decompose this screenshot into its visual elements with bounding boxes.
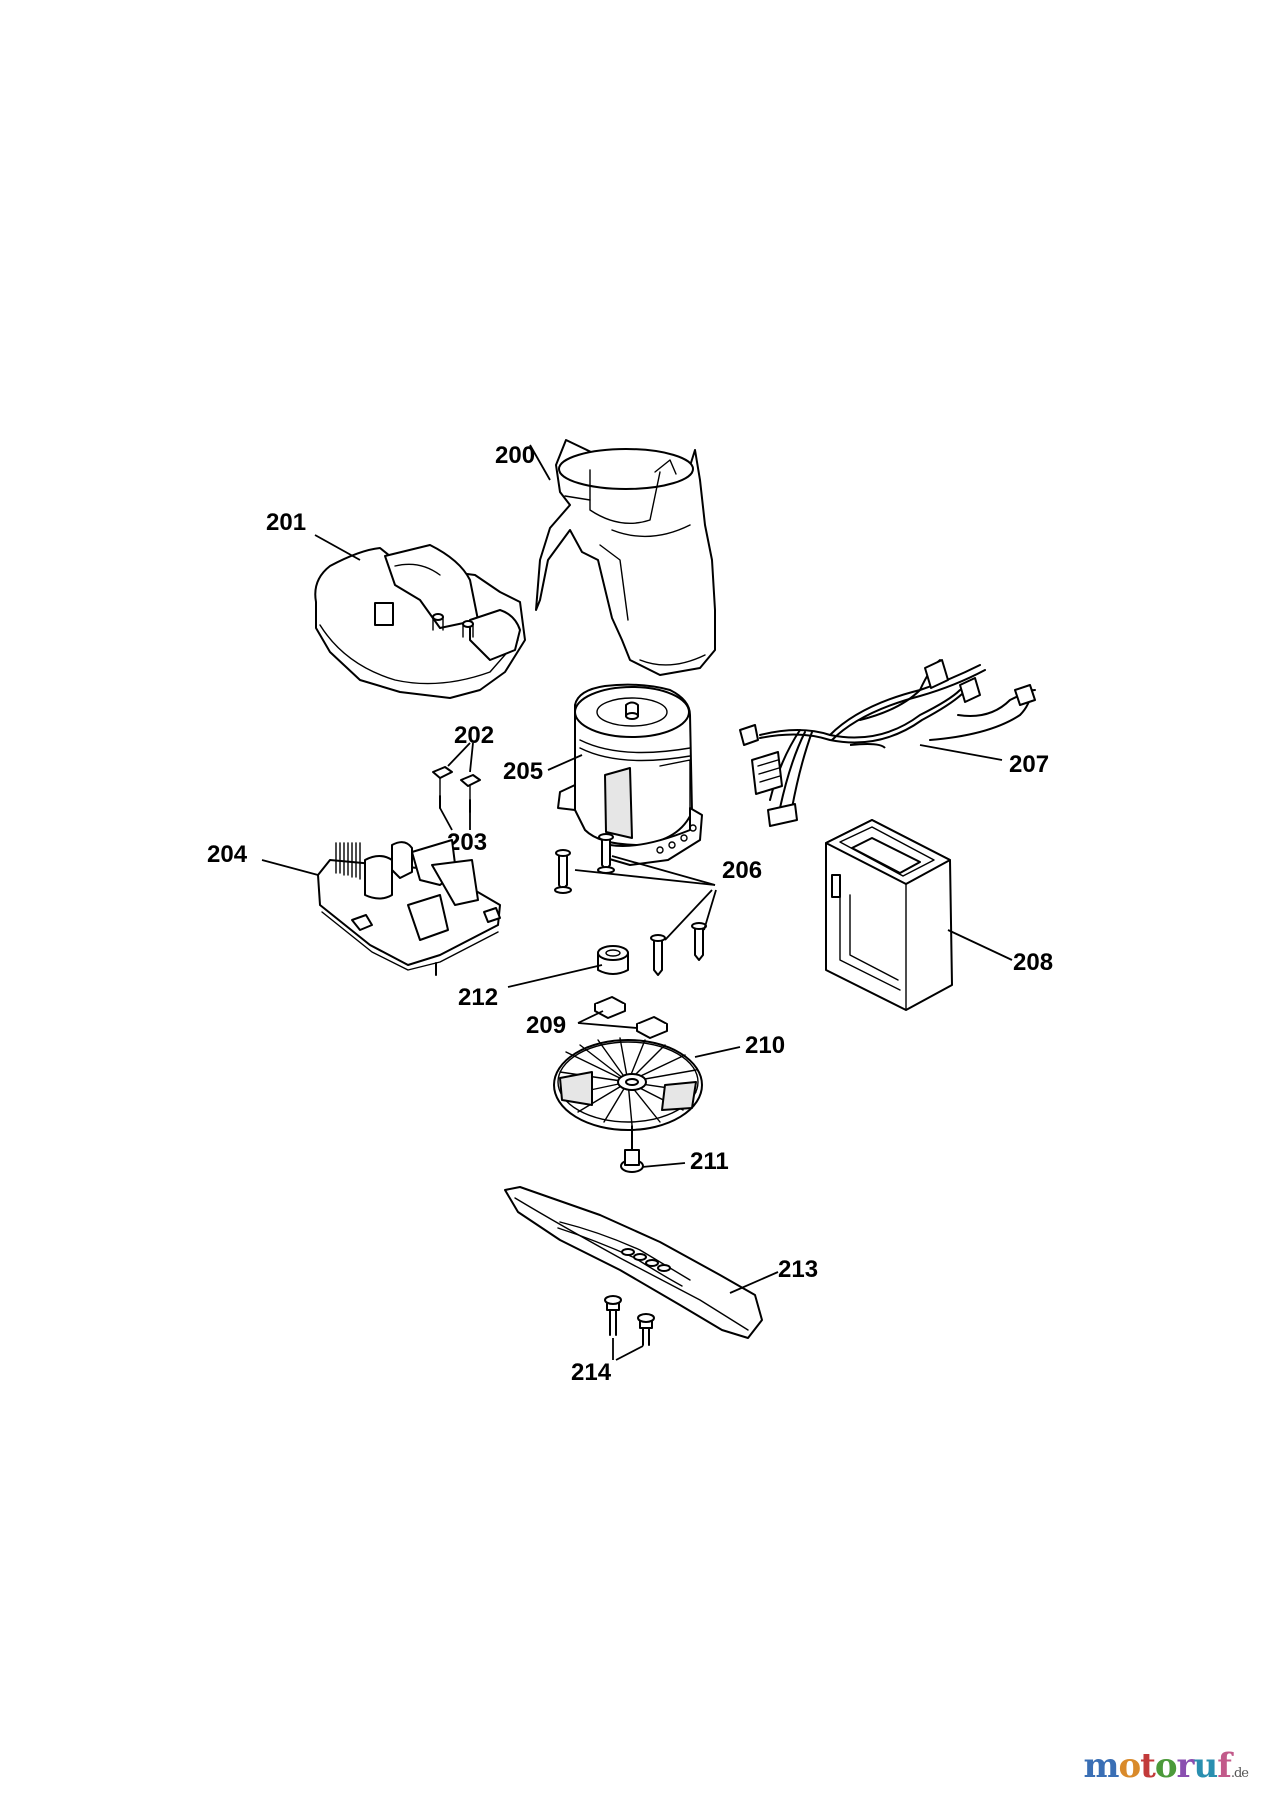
brand-letter: u [1193, 1746, 1218, 1786]
part-label-204: 204 [207, 841, 248, 868]
brand-letter: m [1083, 1746, 1119, 1786]
brand-logo: motoruf [1083, 1746, 1232, 1786]
leader-209b [577, 1022, 638, 1029]
leader-212 [507, 964, 603, 988]
leader-214b [615, 1345, 644, 1361]
leader-202b [469, 742, 474, 773]
part-209-nuts [594, 996, 668, 1039]
part-205-motor [557, 683, 703, 866]
part-label-206: 206 [722, 857, 762, 884]
leader-206d [703, 889, 717, 931]
brand-letter: r [1176, 1746, 1195, 1786]
part-206-screws [554, 833, 707, 976]
leader-209a [577, 1010, 604, 1024]
leader-204 [261, 859, 319, 876]
brand-letter: f [1217, 1746, 1232, 1786]
brand-letter: o [1154, 1746, 1178, 1786]
part-207-wiring-harness [739, 659, 1036, 827]
brand-letter: t [1140, 1746, 1156, 1786]
leader-200 [529, 444, 551, 481]
part-213-blade [504, 1186, 763, 1339]
part-214-blade-bolts [604, 1295, 655, 1346]
leader-210 [694, 1046, 741, 1058]
part-200-motor-housing [535, 439, 716, 676]
part-210-fan [553, 1037, 703, 1131]
leader-207 [919, 744, 1003, 761]
leader-203a [439, 807, 453, 831]
leader-202a [447, 742, 471, 767]
part-label-200: 200 [495, 442, 535, 469]
part-label-212: 212 [458, 984, 498, 1011]
brand-letter: o [1118, 1746, 1141, 1786]
part-label-201: 201 [266, 509, 306, 536]
part-211-bolt [620, 1125, 644, 1173]
leader-206b [611, 855, 716, 886]
part-204-control-board [317, 839, 501, 976]
part-label-208: 208 [1013, 949, 1053, 976]
part-208-battery [825, 819, 953, 1011]
brand-watermark: motoruf.de [1083, 1746, 1249, 1786]
brand-suffix: .de [1230, 1766, 1249, 1781]
part-201-cover [314, 544, 526, 699]
part-212-spacer [597, 945, 629, 975]
part-label-202: 202 [454, 722, 494, 749]
leader-208 [947, 929, 1013, 961]
part-label-210: 210 [745, 1032, 785, 1059]
leader-213 [729, 1271, 779, 1294]
leader-205 [547, 754, 583, 771]
leader-206c [664, 889, 713, 941]
leader-206a [574, 869, 716, 886]
part-label-207: 207 [1009, 751, 1049, 778]
part-label-205: 205 [503, 758, 543, 785]
leader-201 [314, 534, 361, 561]
part-label-214: 214 [571, 1359, 612, 1386]
part-label-211: 211 [690, 1148, 729, 1175]
leader-211 [641, 1162, 686, 1168]
part-label-213: 213 [778, 1256, 818, 1283]
part-label-209: 209 [526, 1012, 566, 1039]
part-203-screws [439, 795, 471, 813]
